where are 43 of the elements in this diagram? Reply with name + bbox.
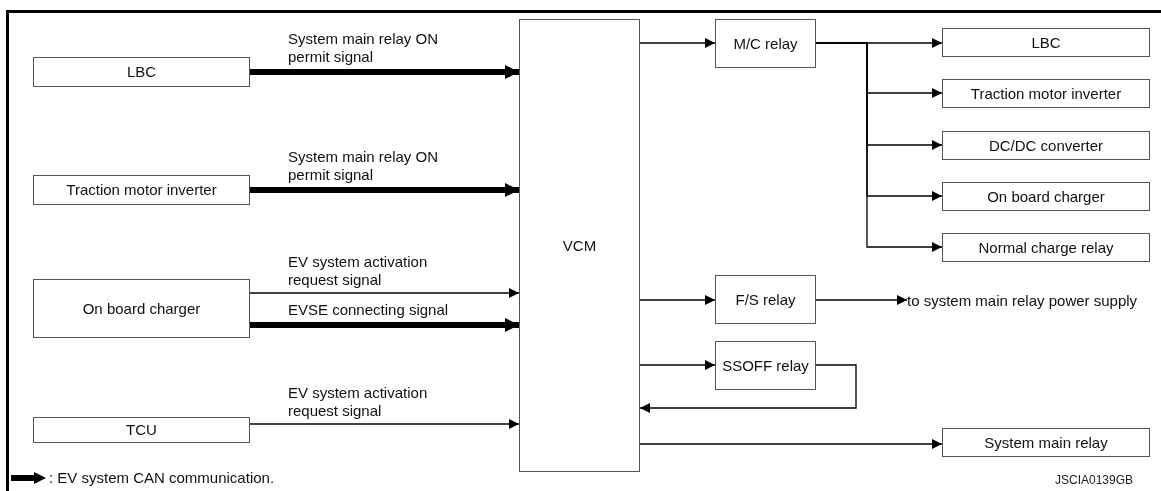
- arrow: [639, 364, 857, 413]
- block-label: On board charger: [82, 299, 201, 318]
- block-box: [942, 79, 1150, 108]
- can-communication-arrow: [250, 318, 519, 332]
- block-label: Traction motor inverter: [66, 181, 217, 199]
- block-box: [942, 428, 1150, 457]
- arrow: [639, 360, 716, 370]
- block-label: DC/DC converter: [988, 136, 1104, 155]
- figure-code: JSCIA0139GB: [1055, 473, 1134, 487]
- block-label: TCU: [126, 421, 157, 439]
- arrow: [249, 419, 520, 429]
- arrow: [639, 439, 943, 449]
- block-label: LBC: [1031, 33, 1061, 52]
- block-box: [33, 279, 250, 338]
- arrow: [639, 295, 716, 305]
- legend-text: : EV system CAN communication.: [49, 469, 275, 486]
- block-box: [33, 175, 250, 205]
- block-box: [942, 28, 1150, 57]
- block-box: [33, 57, 250, 87]
- block-label: to system main relay power supply: [907, 291, 1138, 309]
- block-box: [715, 19, 816, 68]
- can-communication-arrow: [250, 65, 519, 79]
- block-label: Normal charge relay: [978, 238, 1114, 257]
- arrow: [815, 295, 908, 305]
- block-box: [942, 182, 1150, 211]
- block-label: SSOFF relay: [722, 356, 809, 375]
- block-label: LBC: [126, 63, 157, 81]
- block-label: M/C relay: [733, 34, 798, 53]
- block-box: [942, 131, 1150, 160]
- block-box: [715, 341, 816, 390]
- block-label: Traction motor inverter: [970, 84, 1122, 103]
- arrow: [249, 288, 520, 298]
- block-label: F/S relay: [735, 290, 796, 309]
- block-label: VCM: [562, 236, 597, 255]
- block-box: [715, 275, 816, 324]
- block-label: System main relay: [984, 433, 1108, 452]
- block-box: [942, 233, 1150, 262]
- block-box: [519, 19, 640, 472]
- arrow: [639, 38, 716, 48]
- arrow: [815, 42, 943, 252]
- block-box: [33, 417, 250, 443]
- block-label: On board charger: [987, 187, 1105, 206]
- can-communication-arrow: [250, 183, 519, 197]
